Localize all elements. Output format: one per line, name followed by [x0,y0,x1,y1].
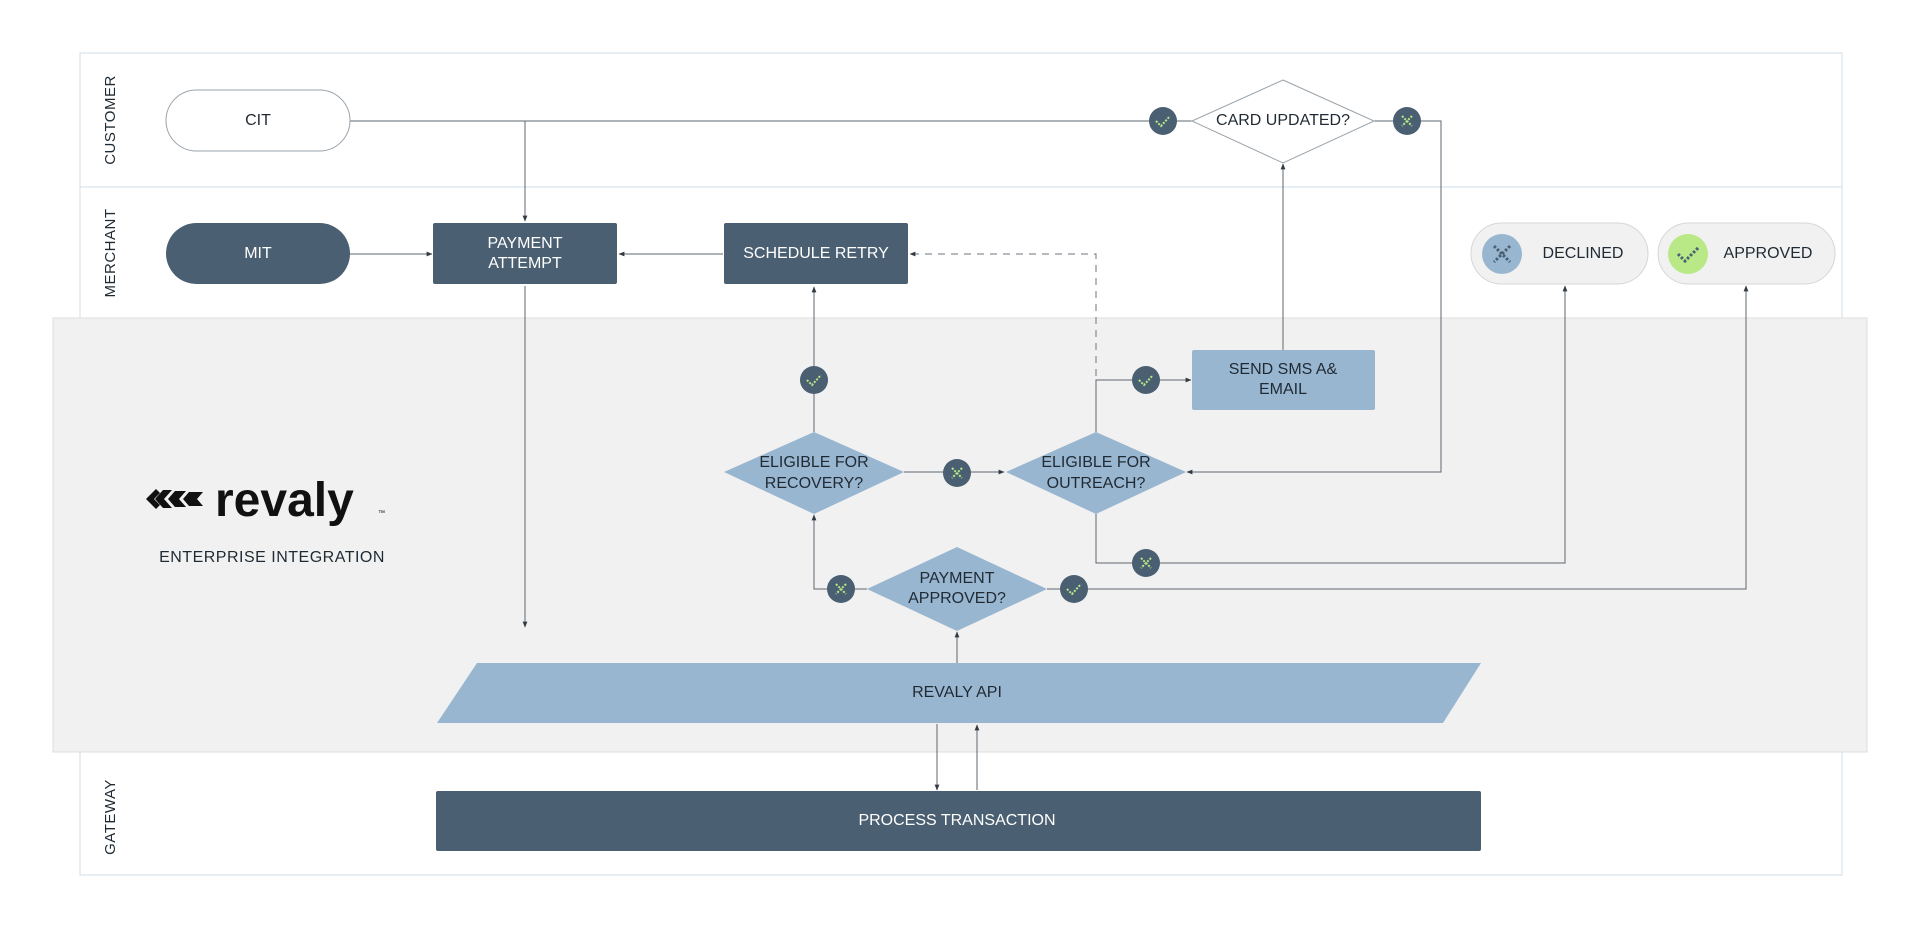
lane-label-gateway: GATEWAY [102,779,119,855]
payment-approved-decision[interactable]: PAYMENT APPROVED? [867,547,1047,631]
mit-label: MIT [244,245,272,262]
send-sms-label-line2: EMAIL [1259,381,1307,398]
mit-node[interactable]: MIT [166,223,350,284]
card-updated-decision[interactable]: CARD UPDATED? [1190,79,1376,164]
eligible-recovery-label-line1: ELIGIBLE FOR [759,454,868,471]
check-icon [800,366,828,394]
payment-attempt-label-line1: PAYMENT [488,235,563,252]
revaly-wordmark: revaly [215,474,354,527]
approved-label: APPROVED [1724,245,1813,262]
check-icon [1132,366,1160,394]
check-icon [1149,107,1177,135]
revaly-logo: revaly ™ [146,474,385,527]
eligible-outreach-label-line2: OUTREACH? [1047,475,1146,492]
eligible-recovery-label-line2: RECOVERY? [765,475,864,492]
cit-node[interactable]: CIT [165,89,351,152]
cit-label: CIT [245,112,271,129]
badge-recovery-no [943,459,971,487]
declined-label: DECLINED [1543,245,1624,262]
legend-declined: DECLINED [1470,222,1649,285]
send-sms-email-node[interactable]: SEND SMS A& EMAIL [1192,350,1375,410]
edge-outreach-to-schedule-retry-dashed [909,251,1097,376]
send-sms-label-line1: SEND SMS A& [1229,361,1338,378]
badge-outreach-no [1132,549,1160,577]
badge-card-updated-yes [1149,107,1177,135]
edge-outreach-no-to-declined [1095,285,1568,564]
process-transaction-label: PROCESS TRANSACTION [858,812,1055,829]
revaly-api-node[interactable]: REVALY API [437,663,1481,723]
eligible-outreach-decision[interactable]: ELIGIBLE FOR OUTREACH? [1006,432,1186,514]
edge-payment-approved-yes-to-approved [1047,285,1749,590]
process-transaction-node[interactable]: PROCESS TRANSACTION [436,791,1481,851]
declined-x-icon [1482,234,1522,274]
check-icon [1060,575,1088,603]
lane-label-customer: CUSTOMER [102,75,119,165]
badge-payment-approved-yes [1060,575,1088,603]
revaly-api-label: REVALY API [912,684,1002,701]
eligible-outreach-label-line1: ELIGIBLE FOR [1041,454,1150,471]
schedule-retry-label: SCHEDULE RETRY [743,245,889,262]
revaly-logo-mark [146,489,203,509]
legend-approved: APPROVED [1657,222,1836,285]
badge-card-updated-no [1393,107,1421,135]
payment-approved-label-line1: PAYMENT [920,570,995,587]
payment-attempt-node[interactable]: PAYMENT ATTEMPT [433,223,617,284]
payment-approved-label-line2: APPROVED? [908,590,1006,607]
eligible-recovery-decision[interactable]: ELIGIBLE FOR RECOVERY? [724,432,904,514]
lane-label-merchant: MERCHANT [102,209,119,298]
customer-lane [79,52,1843,188]
badge-recovery-yes [800,366,828,394]
approved-check-icon [1668,234,1708,274]
schedule-retry-node[interactable]: SCHEDULE RETRY [724,223,908,284]
card-updated-label: CARD UPDATED? [1216,112,1350,129]
badge-outreach-yes [1132,366,1160,394]
enterprise-integration-label: ENTERPRISE INTEGRATION [159,549,385,566]
badge-payment-approved-no [827,575,855,603]
payment-attempt-label-line2: ATTEMPT [488,255,562,272]
trademark-mark: ™ [378,510,385,517]
